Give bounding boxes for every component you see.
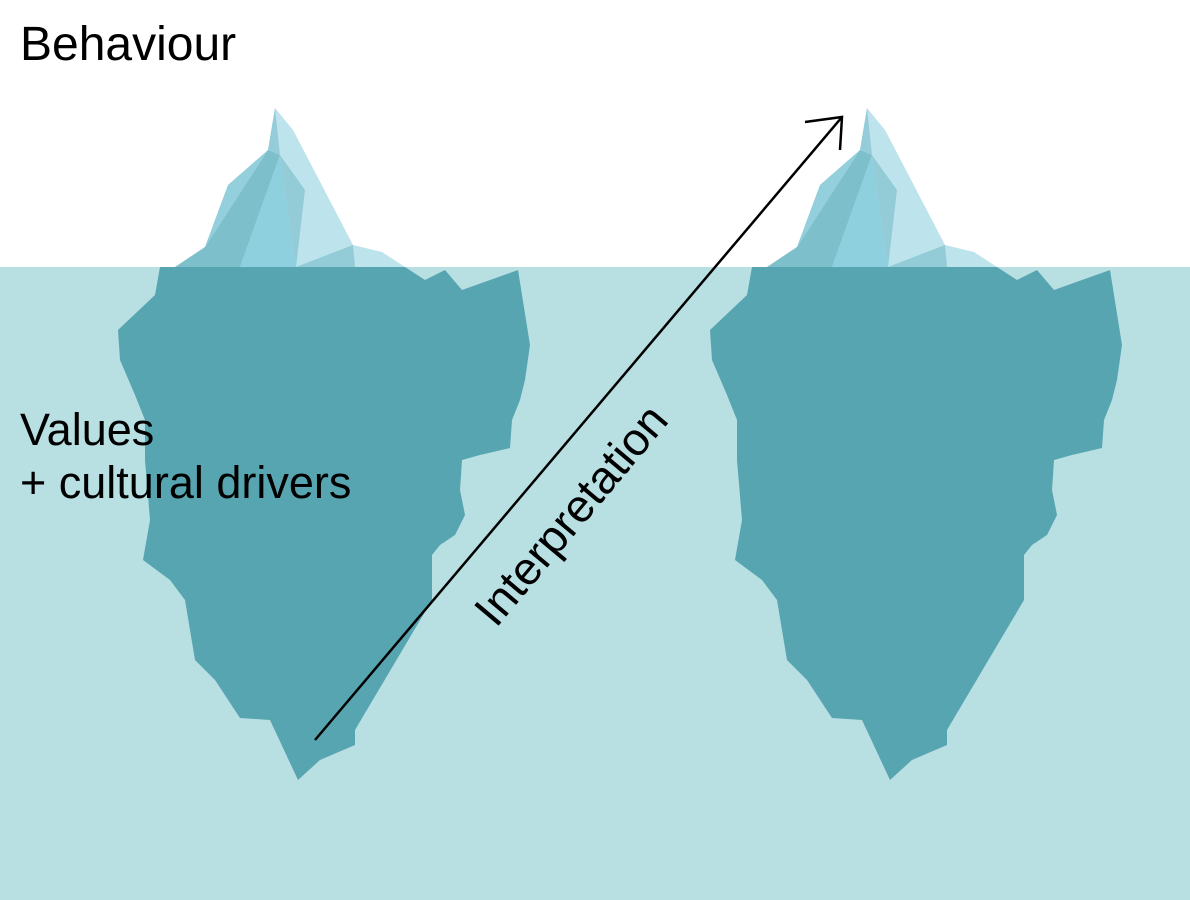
iceberg-left-tip — [175, 108, 405, 267]
interpretation-arrow — [314, 115, 844, 741]
iceberg-right-tip — [767, 108, 997, 267]
behaviour-label: Behaviour — [20, 18, 236, 71]
values-label: Values — [20, 404, 154, 455]
cultural-drivers-label: + cultural drivers — [20, 457, 351, 508]
